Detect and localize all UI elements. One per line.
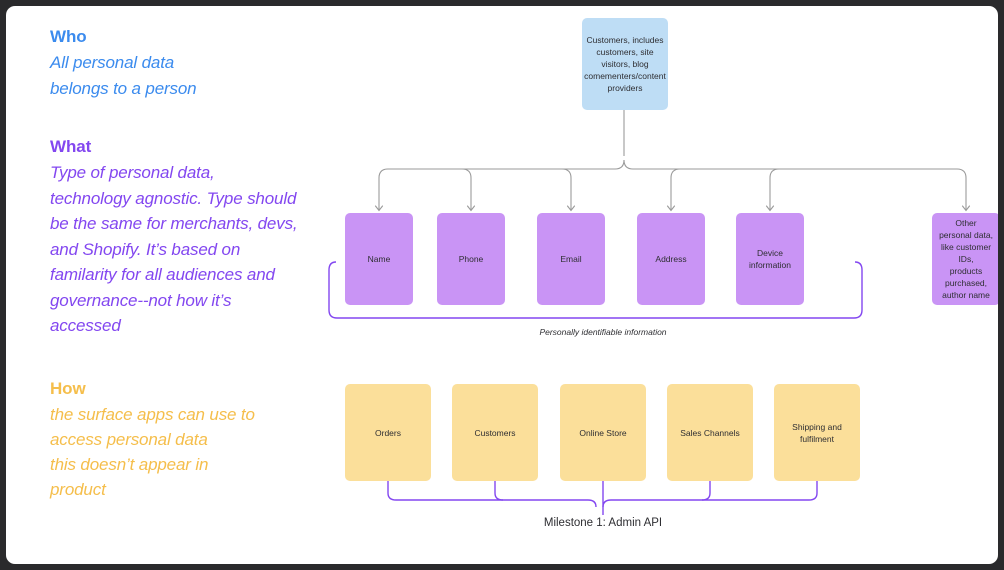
node-sales-channels[interactable]: Sales Channels [667,384,753,481]
node-phone[interactable]: Phone [437,213,505,305]
legend-who-title: Who [50,27,87,46]
diagram-canvas: Who All personal data belongs to a perso… [6,6,998,564]
caption-milestone: Milestone 1: Admin API [543,517,663,529]
node-name[interactable]: Name [345,213,413,305]
caption-pii: Personally identifiable information [539,327,667,337]
legend-what: What Type of personal data, technology a… [50,136,345,339]
node-other-personal-data[interactable]: Other personal data, like customer IDs, … [932,213,998,305]
connector-surface-merge [387,481,818,515]
legend-what-title: What [50,137,92,156]
legend-who-body: All personal data belongs to a person [50,53,197,98]
flow-diagram: Customers, includes customers, site visi… [6,6,998,564]
node-orders[interactable]: Orders [345,384,431,481]
legend-what-body: Type of personal data, technology agnost… [50,163,298,335]
legend-who: Who All personal data belongs to a perso… [50,26,350,101]
legend-how: How the surface apps can use to access p… [50,378,350,502]
node-shipping-and-fulfilment[interactable]: Shipping and fulfilment [774,384,860,481]
legend-how-body: the surface apps can use to access perso… [50,405,255,499]
node-email[interactable]: Email [537,213,605,305]
node-customers-root[interactable]: Customers, includes customers, site visi… [582,18,668,110]
connector-root-to-pii [374,110,971,212]
legend-how-title: How [50,379,86,398]
node-online-store[interactable]: Online Store [560,384,646,481]
node-device-information[interactable]: Device information [736,213,804,305]
node-address[interactable]: Address [637,213,705,305]
node-customers[interactable]: Customers [452,384,538,481]
bracket-pii [328,261,863,319]
